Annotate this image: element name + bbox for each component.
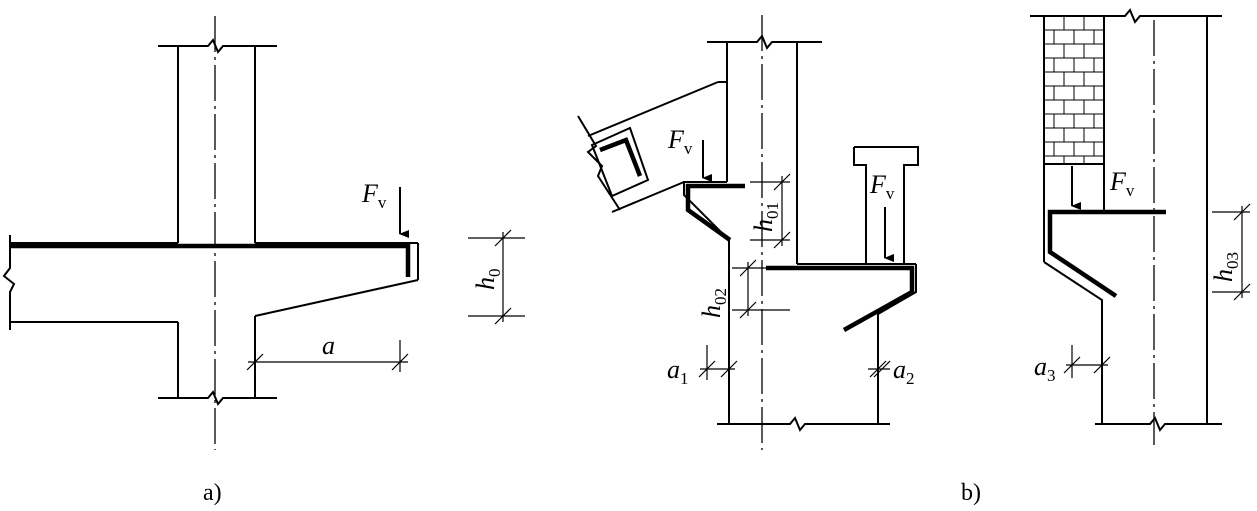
brick-wall bbox=[1043, 15, 1105, 165]
dim-h03-tick-bottom bbox=[1233, 283, 1251, 301]
h01-label: h01 bbox=[749, 202, 782, 232]
h03-label: h03 bbox=[1209, 252, 1242, 282]
strut-rebar bbox=[599, 137, 643, 177]
panel-a: Fv h0 a a) bbox=[2, 16, 525, 506]
dim-h0-tick-top bbox=[494, 229, 512, 247]
strut-top-edge bbox=[587, 81, 719, 137]
strut-bottom-edge bbox=[611, 181, 685, 213]
dim-h0-tick-bottom bbox=[494, 307, 512, 325]
force-b2-label: Fv bbox=[869, 170, 895, 203]
corbel-c-slope bbox=[1043, 261, 1103, 424]
dim-h01-tick-bottom bbox=[773, 231, 791, 249]
dim-h03-tick-top bbox=[1233, 203, 1251, 221]
force-c-label: Fv bbox=[1109, 167, 1135, 200]
dim-h01-tick-top bbox=[773, 173, 791, 191]
rebar-c bbox=[1047, 209, 1166, 298]
column-a-break-top bbox=[158, 38, 277, 54]
column-b-break-bottom bbox=[717, 416, 890, 432]
rebar-b1 bbox=[685, 183, 745, 242]
force-b1-label: Fv bbox=[667, 125, 693, 158]
a-label: a bbox=[322, 331, 335, 360]
corbel-b1-outline bbox=[683, 181, 730, 424]
dim-a-tick-left bbox=[246, 353, 264, 371]
rebar-b2 bbox=[766, 265, 915, 332]
column-c-break-top bbox=[1030, 8, 1222, 24]
dim-h02-tick-bottom bbox=[739, 301, 757, 319]
caption-b: b) bbox=[961, 480, 981, 506]
h0-label: h0 bbox=[471, 269, 504, 291]
beam-a-break bbox=[2, 235, 16, 330]
a3-label: a3 bbox=[1034, 352, 1056, 385]
column-a-break-bottom bbox=[158, 390, 277, 406]
caption-a: a) bbox=[203, 480, 222, 506]
dim-a2-tick-right bbox=[873, 360, 891, 378]
strut-section bbox=[590, 126, 650, 198]
a1-label: a1 bbox=[667, 355, 689, 388]
strut-break bbox=[577, 115, 621, 211]
panel-b-right: Fv h03 a3 b) bbox=[961, 8, 1251, 506]
dim-a1-tick-right bbox=[720, 360, 738, 378]
column-b-break-top bbox=[707, 34, 822, 50]
crane-column-left bbox=[853, 147, 867, 264]
dim-a3-tick-right bbox=[1093, 356, 1111, 374]
crane-column-right bbox=[854, 146, 919, 264]
corbel-a-slope bbox=[254, 279, 419, 317]
dim-h02-tick-top bbox=[739, 259, 757, 277]
dim-a-tick-right bbox=[391, 353, 409, 371]
column-c-break-bottom bbox=[1095, 416, 1222, 432]
force-a-label: Fv bbox=[361, 179, 387, 212]
rebar-a bbox=[10, 243, 411, 277]
panel-b-left: Fv Fv h01 h02 a1 a2 bbox=[577, 15, 919, 450]
h02-label: h02 bbox=[697, 288, 730, 318]
dim-a2-tick-left bbox=[869, 360, 887, 378]
a2-label: a2 bbox=[893, 355, 915, 388]
